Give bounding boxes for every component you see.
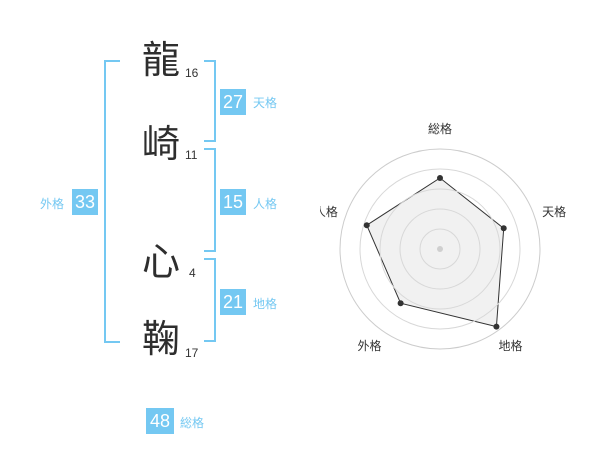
radar-axis-label-3: 地格 bbox=[499, 338, 523, 353]
radar-point-2 bbox=[500, 225, 507, 232]
radar-point-5 bbox=[363, 222, 370, 229]
jinkaku-bracket bbox=[204, 148, 216, 252]
radar-data-area bbox=[366, 177, 505, 328]
soukaku-label: 総格 bbox=[180, 416, 205, 430]
radar-inner-ring-3 bbox=[379, 188, 501, 310]
name-char-3: 心 bbox=[142, 240, 181, 284]
radar-axis-label-4: 外格 bbox=[357, 338, 381, 353]
radar-point-1 bbox=[437, 175, 443, 181]
stroke-count-4: 17 bbox=[185, 346, 199, 360]
tenkaku-label: 天格 bbox=[253, 96, 278, 110]
radar-axis-label-5: 人格 bbox=[320, 204, 338, 219]
radar-inner-ring-1 bbox=[419, 228, 461, 270]
chikaku-label: 地格 bbox=[253, 297, 278, 311]
gaikaku-value: 33 bbox=[72, 189, 98, 215]
name-char-4: 鞠 bbox=[142, 317, 181, 361]
radar-inner-ring-2 bbox=[399, 208, 481, 290]
name-char-1: 龍 bbox=[142, 38, 181, 82]
gaikaku-bracket bbox=[104, 60, 120, 343]
radar-axis-label-1: 総格 bbox=[428, 121, 452, 136]
radar-point-4 bbox=[397, 300, 404, 307]
tenkaku-value: 27 bbox=[220, 89, 246, 115]
chikaku-bracket bbox=[204, 258, 216, 342]
gaikaku-label: 外格 bbox=[40, 197, 65, 211]
radar-inner-ring-4 bbox=[359, 168, 521, 330]
stroke-count-2: 11 bbox=[185, 148, 198, 162]
jinkaku-label: 人格 bbox=[253, 197, 278, 211]
radar-point-3 bbox=[493, 323, 500, 330]
stroke-count-1: 16 bbox=[185, 66, 199, 80]
tenkaku-bracket bbox=[204, 60, 216, 142]
chikaku-value: 21 bbox=[220, 289, 246, 315]
jinkaku-value: 15 bbox=[220, 189, 246, 215]
stroke-count-3: 4 bbox=[189, 266, 196, 280]
soukaku-value: 48 bbox=[146, 408, 174, 434]
radar-axis-label-2: 天格 bbox=[542, 204, 566, 219]
radar-center-point bbox=[437, 246, 443, 252]
name-char-2: 崎 bbox=[142, 122, 181, 166]
